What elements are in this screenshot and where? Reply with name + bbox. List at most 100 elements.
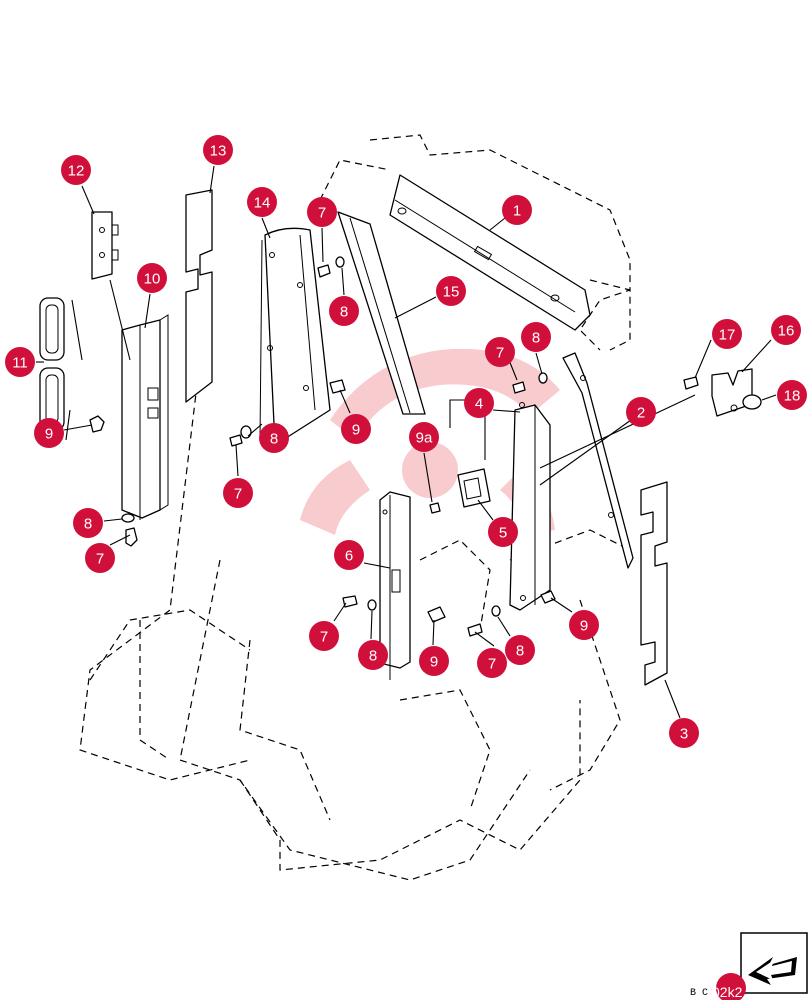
callout-label: 8 (532, 330, 540, 347)
next-page-arrow-icon[interactable] (740, 932, 808, 994)
callout-label: 18 (784, 388, 801, 405)
leader-lines (36, 165, 777, 719)
callout-circle (569, 610, 599, 640)
part-16-17-18-latch (683, 368, 762, 417)
callout-circle (247, 187, 277, 217)
callout-c8a: 8 (329, 296, 359, 326)
callout-circle (771, 315, 801, 345)
part-7-8-9-lower-fasteners (342, 590, 556, 637)
part-1-upper-bar (389, 174, 591, 331)
callout-c7b: 7 (485, 337, 515, 367)
callout-label: 5 (499, 525, 507, 542)
callout-label: 7 (320, 629, 328, 646)
callout-circle (464, 388, 494, 418)
callout-c7f: 7 (477, 648, 507, 678)
callout-circle (419, 646, 449, 676)
callout-c3: 3 (669, 718, 699, 748)
callout-c18: 18 (777, 380, 807, 410)
callout-label: 9 (45, 426, 53, 443)
callout-c17: 17 (712, 319, 742, 349)
callout-c16: 16 (771, 315, 801, 345)
callout-label: 15 (443, 284, 460, 301)
callout-c2: 2 (626, 397, 656, 427)
callout-c9a: 9 (341, 414, 371, 444)
part-4-right-channel (509, 402, 551, 611)
callout-c6: 6 (334, 540, 364, 570)
callout-circle (329, 296, 359, 326)
callout-label: 14 (254, 195, 271, 212)
callout-label: 13 (210, 143, 227, 160)
callout-circle (307, 197, 337, 227)
callout-circle (521, 322, 551, 352)
callout-circle (488, 517, 518, 547)
callout-label: 8 (84, 516, 92, 533)
callout-c12: 12 (61, 155, 91, 185)
callout-label: 7 (318, 205, 326, 222)
callout-c11: 11 (5, 347, 35, 377)
callout-c8d: 8 (73, 508, 103, 538)
callout-label: 9 (352, 422, 360, 439)
callout-label: 16 (778, 323, 795, 340)
part-3-seal-strip-right (640, 481, 668, 686)
callout-circle (137, 263, 167, 293)
part-13-seal-strip (185, 189, 213, 403)
callout-c7a: 7 (307, 197, 337, 227)
callout-label: 17 (719, 327, 736, 344)
callout-circle (5, 347, 35, 377)
part-10-left-channel (121, 314, 169, 520)
part-5-frame (457, 468, 491, 508)
callout-circle (669, 718, 699, 748)
callout-c7e: 7 (309, 621, 339, 651)
callout-circle (223, 478, 253, 508)
callout-c9d: 9 (419, 646, 449, 676)
callout-circle (505, 635, 535, 665)
callout-label: 9a (416, 430, 433, 447)
callout-circle (309, 621, 339, 651)
part-2-diagonal-rod (562, 352, 634, 569)
part-12-bracket (91, 211, 119, 280)
callout-label: 7 (234, 486, 242, 503)
callout-c9b: 9 (34, 418, 64, 448)
callout-circle (777, 380, 807, 410)
callout-circle (502, 195, 532, 225)
callout-label: 9 (430, 654, 438, 671)
callout-circle (409, 422, 439, 452)
part-15-diagonal-strip (337, 211, 426, 415)
callout-label: 12 (68, 163, 85, 180)
callout-label: 8 (270, 431, 278, 448)
callout-label: 9 (580, 618, 588, 635)
callout-c14: 14 (247, 187, 277, 217)
callout-label: 11 (12, 355, 28, 372)
callout-label: 8 (369, 648, 377, 665)
part-7-8-left-fasteners (121, 513, 138, 547)
callout-label: 8 (516, 643, 524, 660)
callout-label: 2 (637, 405, 645, 422)
callout-c15: 15 (436, 276, 466, 306)
callout-circle (485, 337, 515, 367)
callout-label: 3 (680, 726, 688, 743)
callout-circle (436, 276, 466, 306)
callout-circle (341, 414, 371, 444)
callout-circle (358, 640, 388, 670)
part-9a-clip (429, 502, 441, 514)
callout-label: 6 (345, 548, 353, 565)
callout-c1: 1 (502, 195, 532, 225)
callout-circle (259, 423, 289, 453)
callout-label: 7 (488, 656, 496, 673)
callout-label: 8 (340, 304, 348, 321)
callout-c9c: 9 (569, 610, 599, 640)
callout-circle (712, 319, 742, 349)
reference-code-label: 02k2 (712, 984, 743, 1000)
callout-circle (477, 648, 507, 678)
part-9-clip-left (89, 415, 105, 433)
callout-circle (626, 397, 656, 427)
callout-c9e: 9a (409, 422, 439, 452)
callout-label: 10 (144, 271, 161, 288)
callout-c5: 5 (488, 517, 518, 547)
callout-circle (34, 418, 64, 448)
callout-c4: 4 (464, 388, 494, 418)
part-14-pillar-trim (259, 227, 331, 446)
callout-circle (73, 508, 103, 538)
